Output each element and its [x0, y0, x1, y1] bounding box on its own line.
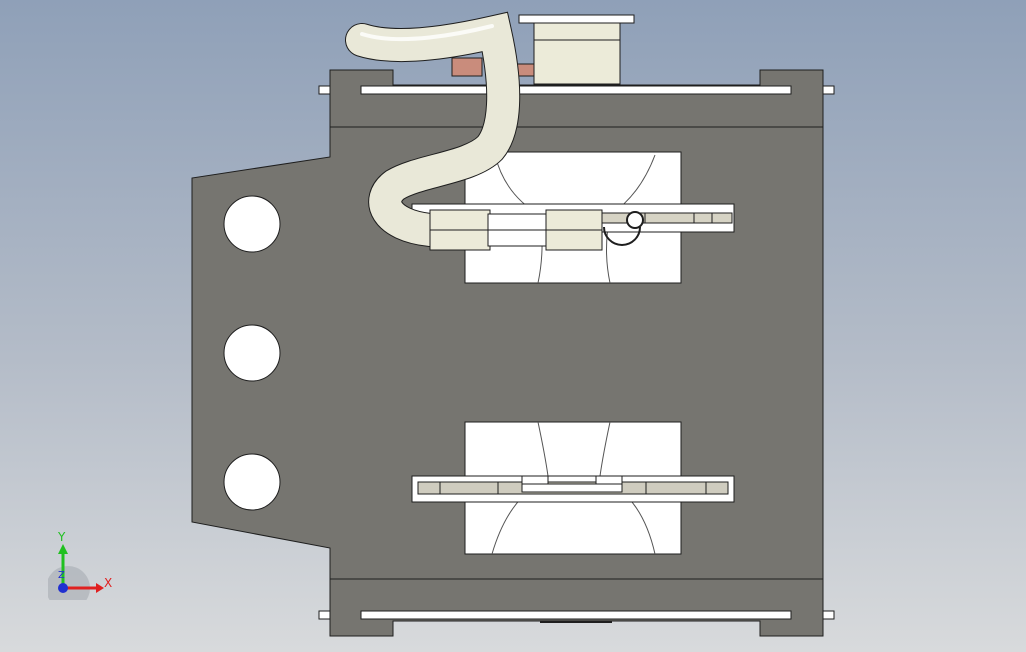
lower-slot-tab-left	[521, 475, 549, 485]
top-block-flange	[518, 14, 635, 24]
bottom-center-slot	[540, 621, 612, 623]
top-block[interactable]	[533, 22, 621, 85]
mounting-hole-3[interactable]	[223, 453, 281, 511]
z-axis-label: Z	[58, 570, 65, 581]
upper-clip-ring	[626, 211, 644, 229]
bent-tube-highlight	[360, 24, 494, 42]
mounting-hole-2[interactable]	[223, 324, 281, 382]
x-axis-arrowhead	[96, 583, 104, 593]
top-rail-tab-left	[318, 85, 331, 95]
y-axis-arrowhead	[58, 544, 68, 554]
pin-left	[451, 57, 483, 77]
bottom-rail	[360, 610, 792, 620]
triad-background	[46, 566, 90, 610]
x-axis-label: X	[104, 576, 113, 590]
z-axis-dot	[58, 583, 68, 593]
upper-clip	[603, 226, 641, 246]
bottom-rail-tab-left	[318, 610, 331, 620]
mounting-hole-1[interactable]	[223, 195, 281, 253]
lower-slot-center	[521, 483, 623, 493]
lower-slot-tab-right	[595, 475, 623, 485]
bent-tube[interactable]	[346, 12, 520, 246]
coordinate-triad: X Y Z	[46, 530, 118, 610]
bottom-rail-tab-right	[822, 610, 835, 620]
top-rail-tab-right	[822, 85, 835, 95]
top-rail	[360, 85, 792, 95]
y-axis-label: Y	[58, 530, 66, 544]
